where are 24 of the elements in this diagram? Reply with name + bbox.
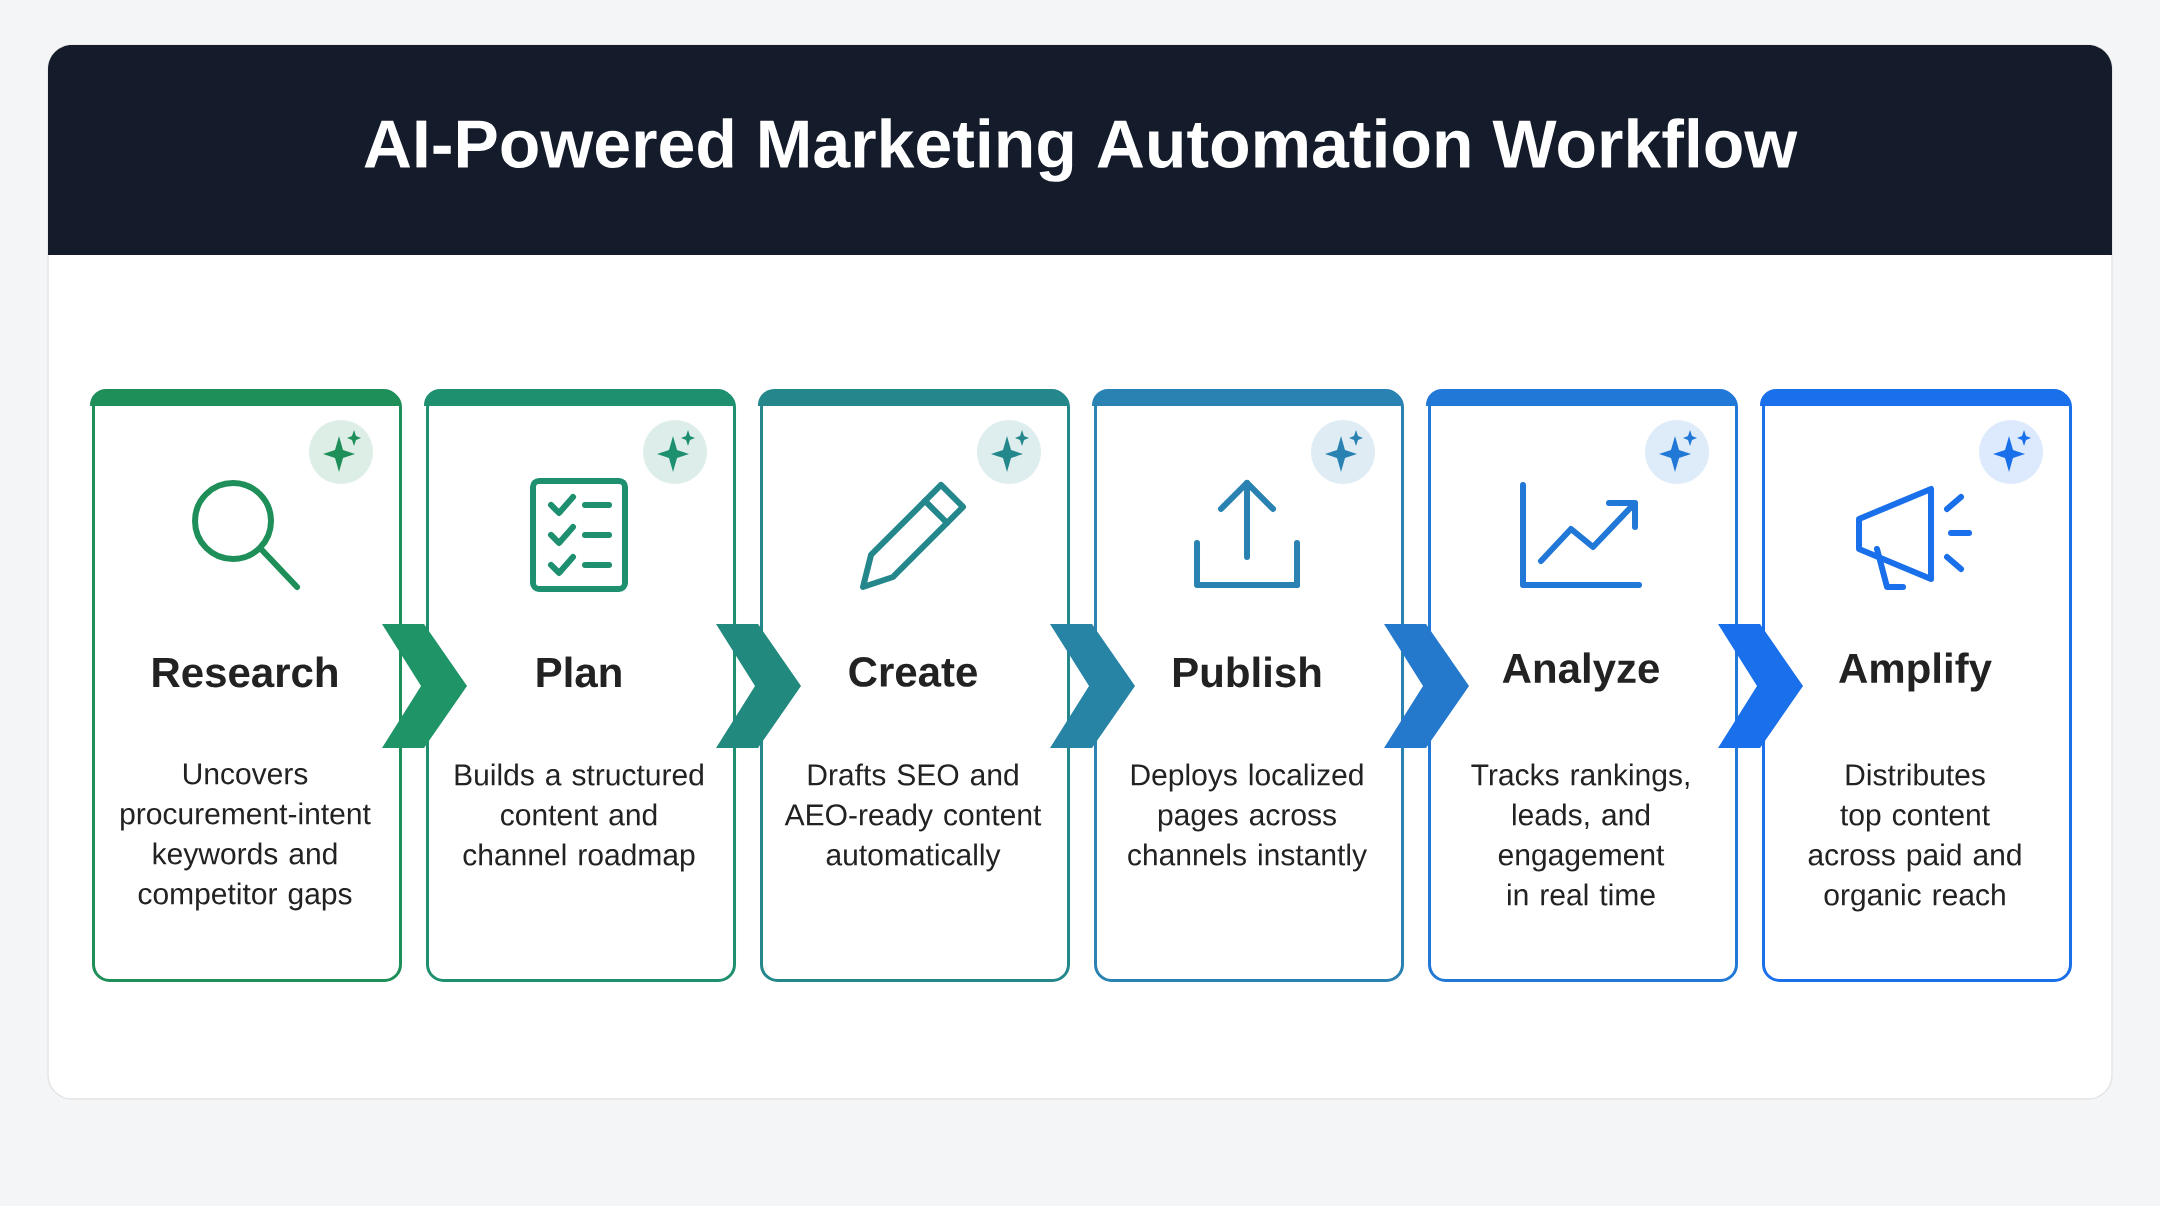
step-title: Publish (1174, 656, 1321, 688)
chevron-arrow (716, 624, 801, 748)
step-description: Distributes top content across paid and organic reach (1808, 763, 2021, 912)
step-title: Amplify (1839, 652, 1992, 692)
step-card (1426, 389, 1738, 982)
step-title: Research (153, 656, 337, 688)
step-description: Drafts SEO and AEO-ready content automatically (784, 763, 1042, 872)
step-card (1760, 389, 2072, 982)
chevron-arrow (1384, 624, 1469, 748)
step-card (424, 389, 736, 982)
step-card (758, 389, 1070, 982)
step-description: Tracks rankings, leads, and engagement in real time (1471, 763, 1689, 906)
chevron-arrow (382, 624, 467, 748)
step-card (90, 389, 402, 982)
step-description: Builds a structured content and channel roadmap (455, 763, 703, 872)
step-title: Create (849, 657, 977, 687)
step-card (1092, 389, 1404, 982)
title-banner: AI-Powered Marketing Automation Workflow (48, 45, 2112, 255)
step-description: Uncovers procurement-intent keywords and competitor gaps (121, 763, 371, 911)
step-title: Analyze (1502, 652, 1659, 692)
chevron-arrow (1050, 624, 1135, 748)
step-description: Deploys localized pages across channels instantly (1128, 763, 1367, 872)
step-title: Plan (537, 656, 621, 688)
chevron-arrow (1718, 624, 1803, 748)
